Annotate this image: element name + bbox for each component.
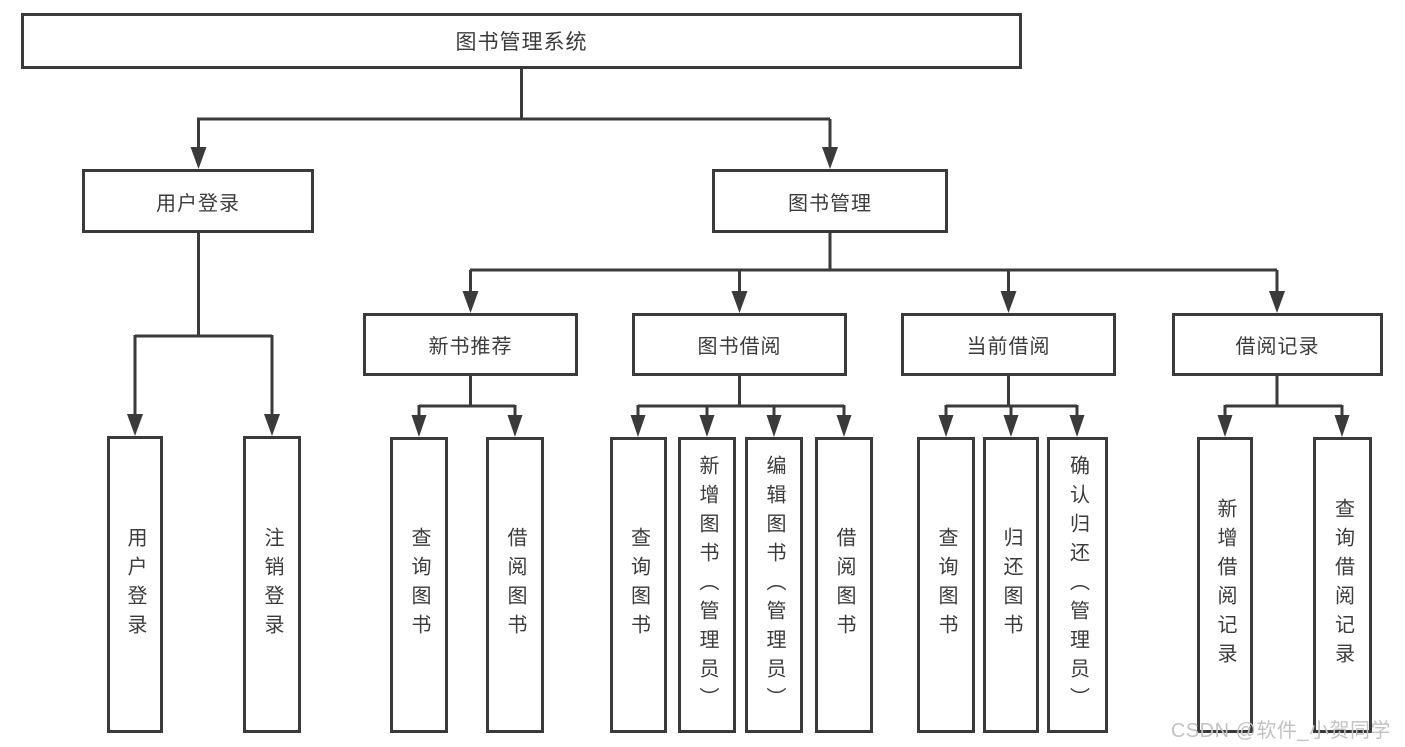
arrow-down-icon bbox=[462, 291, 479, 313]
arrow-down-icon bbox=[507, 415, 523, 437]
node-label: 图书借阅 bbox=[697, 336, 782, 358]
leaf-add-borrow-record: 新增借阅记录 bbox=[1197, 437, 1253, 733]
arrow-down-icon bbox=[699, 415, 715, 437]
node-borrow-records: 借阅记录 bbox=[1172, 313, 1383, 376]
leaf-return-book: 归还图书 bbox=[983, 437, 1039, 733]
node-user-login: 用户登录 bbox=[82, 169, 314, 233]
arrow-down-icon bbox=[1000, 291, 1017, 313]
arrow-down-icon bbox=[411, 415, 427, 437]
node-label: 借阅图书 bbox=[504, 527, 526, 643]
arrow-down-icon bbox=[127, 414, 143, 436]
arrow-down-icon bbox=[1217, 415, 1233, 437]
node-book-borrow: 图书借阅 bbox=[632, 313, 847, 376]
node-label: 图书管理 bbox=[788, 192, 872, 215]
arrow-down-icon bbox=[1334, 415, 1350, 437]
arrow-heads bbox=[127, 147, 1350, 437]
node-label: 确认归还（管理员） bbox=[1066, 454, 1089, 716]
arrow-down-icon bbox=[190, 147, 207, 169]
leaf-add-book-admin: 新增图书（管理员） bbox=[678, 437, 736, 733]
arrow-down-icon bbox=[938, 415, 954, 437]
node-new-book-recommend: 新书推荐 bbox=[363, 313, 578, 376]
leaf-query-book-1: 查询图书 bbox=[390, 437, 448, 733]
node-book-management: 图书管理 bbox=[712, 169, 948, 233]
node-label: 借阅记录 bbox=[1235, 336, 1320, 358]
leaf-query-borrow-record: 查询借阅记录 bbox=[1313, 437, 1372, 733]
node-label: 编辑图书（管理员） bbox=[763, 454, 785, 716]
arrow-down-icon bbox=[264, 414, 280, 436]
leaf-borrow-book-2: 借阅图书 bbox=[815, 437, 873, 733]
node-label: 用户登录 bbox=[156, 192, 240, 215]
connector-paths bbox=[133, 69, 1344, 418]
node-library-management-system: 图书管理系统 bbox=[21, 13, 1022, 69]
leaf-query-book-3: 查询图书 bbox=[917, 437, 975, 733]
node-label: 借阅图书 bbox=[833, 527, 855, 643]
node-label: 查询图书 bbox=[935, 527, 957, 643]
arrow-down-icon bbox=[1003, 415, 1019, 437]
node-label: 归还图书 bbox=[1000, 527, 1022, 643]
arrow-down-icon bbox=[822, 147, 838, 169]
arrow-down-icon bbox=[630, 415, 646, 437]
node-label: 注销登录 bbox=[261, 526, 283, 643]
leaf-borrow-book-1: 借阅图书 bbox=[486, 437, 544, 733]
arrow-down-icon bbox=[1269, 291, 1285, 313]
leaf-logout: 注销登录 bbox=[243, 436, 301, 733]
node-label: 用户登录 bbox=[124, 526, 146, 643]
node-label: 新增借阅记录 bbox=[1214, 498, 1236, 672]
node-label: 当前借阅 bbox=[966, 336, 1051, 358]
leaf-query-book-2: 查询图书 bbox=[610, 437, 667, 733]
node-current-borrow: 当前借阅 bbox=[901, 313, 1116, 376]
node-label: 新增图书（管理员） bbox=[696, 454, 718, 716]
csdn-watermark: CSDN @软件_小贺同学 bbox=[1170, 720, 1391, 742]
leaf-confirm-return-admin: 确认归还（管理员） bbox=[1047, 437, 1108, 733]
arrow-down-icon bbox=[1069, 415, 1085, 437]
leaf-user-login: 用户登录 bbox=[107, 436, 163, 733]
leaf-edit-book-admin: 编辑图书（管理员） bbox=[745, 437, 803, 733]
arrow-down-icon bbox=[836, 415, 852, 437]
node-label: 查询图书 bbox=[408, 527, 430, 643]
node-label: 查询图书 bbox=[627, 527, 650, 643]
node-label: 图书管理系统 bbox=[455, 31, 588, 54]
node-label: 新书推荐 bbox=[428, 336, 513, 358]
arrow-down-icon bbox=[766, 415, 782, 437]
arrow-down-icon bbox=[731, 291, 748, 313]
node-label: 查询借阅记录 bbox=[1331, 498, 1354, 672]
